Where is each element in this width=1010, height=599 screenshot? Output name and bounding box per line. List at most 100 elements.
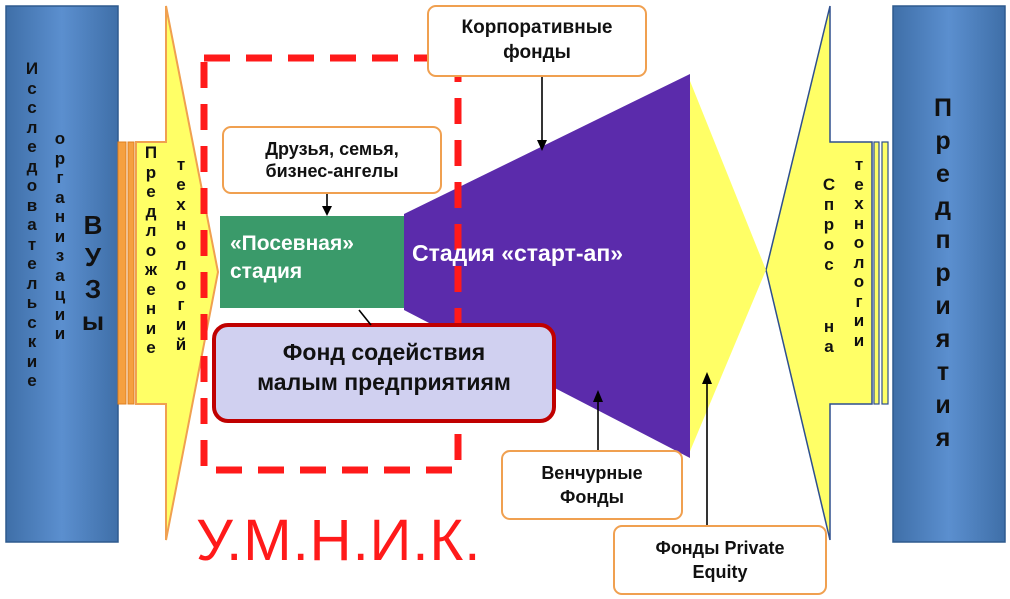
vertical-letter: д bbox=[145, 201, 157, 221]
vertical-letter: В bbox=[83, 210, 103, 240]
vertical-letter: с bbox=[27, 312, 37, 332]
fund-box-line1: Фонд содействия bbox=[282, 339, 486, 365]
vertical-letter: о bbox=[54, 129, 66, 148]
left-blue-block bbox=[5, 5, 119, 543]
vertical-letter: д bbox=[26, 156, 38, 176]
vertical-letter: с bbox=[27, 98, 37, 117]
vertical-letter: р bbox=[54, 148, 66, 168]
vertical-letter: н bbox=[145, 299, 157, 318]
vertical-letter: з bbox=[55, 246, 65, 265]
vertical-letter: д bbox=[935, 193, 951, 221]
vertical-letter: ы bbox=[81, 306, 105, 336]
vertical-letter: и bbox=[935, 292, 951, 320]
vertical-letter: и bbox=[175, 315, 187, 334]
vertical-letter: и bbox=[935, 391, 951, 419]
vertical-letter: п bbox=[935, 226, 951, 254]
vertical-letter: П bbox=[934, 94, 952, 122]
corporate-funds-callout: Корпоративные фонды bbox=[427, 5, 647, 77]
vertical-letter: л bbox=[145, 221, 157, 240]
venture-funds-line1: Венчурные bbox=[541, 462, 643, 483]
vertical-letter: й bbox=[175, 335, 187, 354]
vertical-letter: р bbox=[935, 259, 951, 287]
friends-family-line2: бизнес-ангелы bbox=[265, 161, 399, 181]
venture-funds-line2: Фонды bbox=[559, 487, 624, 507]
vertical-letter: я bbox=[935, 424, 951, 452]
vertical-letter: т bbox=[27, 234, 37, 254]
vertical-letter: и bbox=[54, 304, 66, 324]
vertical-letter: е bbox=[27, 254, 37, 273]
vertical-letter: н bbox=[853, 213, 865, 233]
connector-lines bbox=[322, 76, 712, 525]
vertical-letter: и bbox=[26, 351, 38, 371]
vertical-letter: е bbox=[27, 137, 37, 156]
vertical-letter: и bbox=[54, 226, 66, 246]
vertical-letter: е bbox=[146, 279, 156, 299]
vertical-letter: о bbox=[26, 176, 38, 195]
seed-stage-line1: «Посевная» bbox=[230, 232, 354, 255]
vertical-letter: т bbox=[176, 155, 186, 174]
vertical-letter: П bbox=[144, 143, 158, 162]
vertical-letter: р bbox=[145, 162, 157, 182]
vertical-letter: а bbox=[27, 215, 37, 234]
umnik-dashed-frame bbox=[200, 54, 462, 474]
corporate-funds-line1: Корпоративные bbox=[461, 17, 613, 39]
vertical-letter: е bbox=[146, 182, 156, 201]
vertical-letter: о bbox=[853, 233, 865, 252]
vertical-letter: р bbox=[823, 215, 835, 234]
vertical-letter: к bbox=[27, 332, 37, 351]
vertical-letter: х bbox=[854, 194, 864, 213]
vertical-letter: с bbox=[27, 78, 37, 98]
seed-stage-line2: стадия bbox=[230, 260, 303, 284]
fund-box-line2: малым предприятиям bbox=[257, 368, 511, 395]
vertical-letter: х bbox=[176, 195, 186, 214]
umnik-program-label: У.М.Н.И.К. bbox=[196, 508, 482, 573]
vertical-letter: т bbox=[854, 155, 864, 174]
vertical-letter: п bbox=[823, 195, 835, 214]
vertical-letter: л bbox=[853, 252, 865, 272]
fund-box-label: Фонд содействия малым предприятиям bbox=[214, 338, 554, 398]
vertical-letter: н bbox=[54, 207, 66, 226]
vertical-letter: г bbox=[177, 295, 185, 314]
vertical-letter: о bbox=[823, 235, 835, 254]
friends-family-callout: Друзья, семья, бизнес-ангелы bbox=[222, 126, 442, 194]
vertical-letter: с bbox=[824, 255, 834, 274]
vertical-letter: а bbox=[55, 265, 65, 285]
vertical-letter: т bbox=[936, 358, 950, 386]
private-equity-callout: Фонды Private Equity bbox=[613, 525, 827, 595]
vertical-letter: о bbox=[175, 275, 187, 294]
fund-box-shape bbox=[212, 323, 556, 423]
vertical-letter: л bbox=[26, 273, 38, 293]
vertical-letter: З bbox=[84, 274, 102, 304]
friends-family-line1: Друзья, семья, bbox=[265, 138, 399, 159]
vertical-letter: е bbox=[936, 160, 950, 188]
private-equity-line1: Фонды Private bbox=[655, 537, 785, 558]
vertical-letter: г bbox=[56, 168, 64, 187]
vertical-letter: и bbox=[54, 324, 66, 343]
vertical-letter: ц bbox=[54, 285, 66, 304]
vertical-letter: е bbox=[176, 175, 186, 194]
venture-funds-callout: Венчурные Фонды bbox=[501, 450, 683, 520]
vertical-letter: р bbox=[935, 127, 951, 155]
seed-stage-box bbox=[220, 216, 404, 308]
seed-stage-label: «Посевная» стадия bbox=[230, 230, 400, 287]
vertical-letter: л bbox=[175, 255, 187, 274]
vertical-letter: и bbox=[853, 311, 865, 330]
private-equity-line2: Equity bbox=[692, 562, 748, 582]
left-supply-arrow bbox=[117, 5, 220, 541]
private-equity-wedge bbox=[688, 76, 766, 456]
startup-stage-funnel bbox=[404, 74, 690, 458]
vertical-letter: и bbox=[145, 318, 157, 338]
vertical-letter: а bbox=[824, 337, 834, 356]
vertical-letter: г bbox=[855, 291, 863, 311]
vertical-letter: о bbox=[145, 240, 157, 260]
vertical-letter: У bbox=[84, 242, 102, 272]
corporate-funds-line2: фонды bbox=[503, 42, 571, 63]
vertical-letter: ж bbox=[144, 260, 158, 279]
